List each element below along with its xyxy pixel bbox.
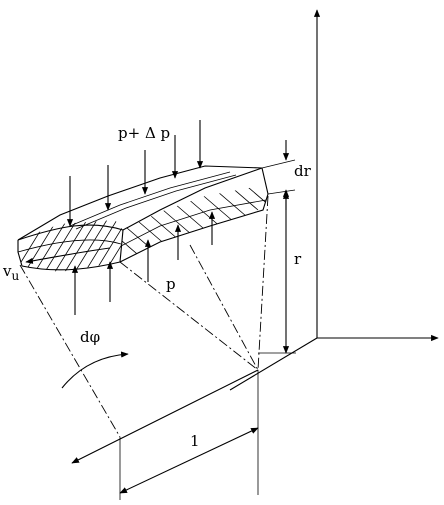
label-vu: vu — [2, 262, 19, 283]
dimension-lines — [61, 140, 296, 500]
bottom-pressure-arrows — [71, 211, 216, 315]
top-midline-1 — [69, 171, 231, 227]
top-back-edge — [17, 165, 263, 241]
top-pressure-arrows — [66, 120, 204, 227]
top-midline-2 — [75, 174, 237, 230]
top-front-edge — [122, 167, 263, 231]
radial-line-left — [19, 264, 121, 438]
label-dr: dr — [294, 162, 312, 180]
label-p-plus-dp: p+ Δ p — [118, 124, 170, 142]
right-edge — [261, 167, 269, 195]
vu-arrow — [25, 247, 111, 264]
radial-line-mid — [189, 244, 259, 371]
left-top-edge — [17, 224, 124, 241]
bottom-front-edge — [119, 193, 269, 263]
left-midline — [17, 239, 122, 253]
length-dimension — [119, 427, 259, 494]
construction-lines — [19, 195, 269, 438]
left-bottom-edge — [21, 261, 121, 271]
base-line — [71, 369, 259, 464]
label-length: 1 — [190, 432, 200, 450]
depth-axis — [229, 337, 318, 391]
label-r: r — [294, 250, 302, 268]
radial-line-right — [257, 195, 269, 371]
coordinate-axes — [229, 9, 439, 391]
label-dphi: dφ — [80, 328, 100, 346]
front-hatching — [120, 186, 268, 262]
blade-element — [17, 165, 269, 272]
label-p: p — [166, 275, 176, 293]
front-midline — [120, 199, 267, 247]
radial-line-front — [119, 261, 259, 371]
dphi-arc — [61, 351, 129, 389]
